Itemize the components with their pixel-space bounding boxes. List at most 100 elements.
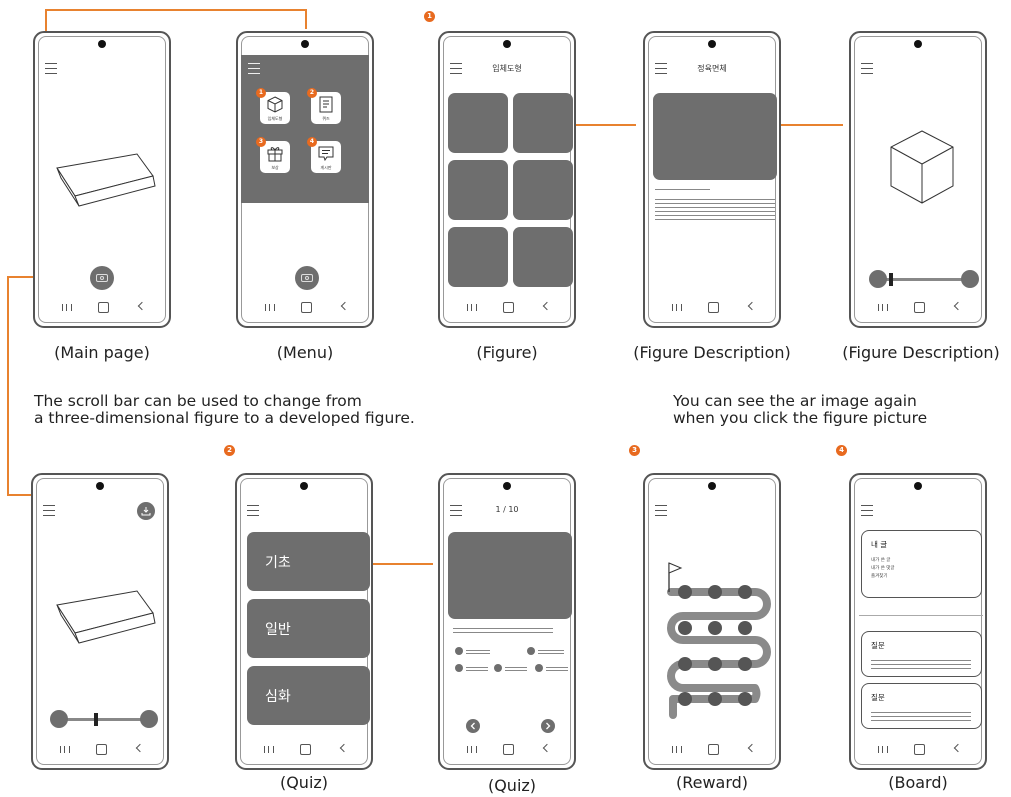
home-button[interactable] [98, 302, 109, 313]
quiz-progress: 1 / 10 [495, 505, 519, 514]
hamburger-menu-icon[interactable] [861, 63, 873, 74]
question-card[interactable]: 질문 [861, 631, 982, 677]
menu-item-board[interactable]: 4 게시판 [307, 137, 341, 173]
reward-path [667, 562, 771, 719]
back-button[interactable] [747, 301, 757, 311]
recent-apps-button[interactable] [878, 746, 888, 753]
back-button[interactable] [135, 743, 145, 753]
nav-bar [645, 743, 779, 756]
recent-apps-button[interactable] [672, 304, 682, 311]
hamburger-menu-icon[interactable] [247, 505, 259, 516]
text-line [871, 668, 971, 669]
answer-option-dot[interactable] [535, 664, 543, 672]
figure-slider[interactable] [869, 268, 979, 290]
answer-option-dot[interactable] [455, 664, 463, 672]
caption-figure: (Figure) [476, 343, 538, 362]
phone-figure: 입체도형 [438, 31, 576, 328]
menu-item-label: 퀴즈 [322, 116, 330, 121]
recent-apps-button[interactable] [62, 304, 72, 311]
back-button[interactable] [340, 301, 350, 311]
back-button[interactable] [953, 301, 963, 311]
back-button[interactable] [747, 743, 757, 753]
phone-figure-description-3d [849, 31, 987, 328]
my-posts-item[interactable]: 즐겨찾기 [871, 574, 888, 579]
recent-apps-button[interactable] [672, 746, 682, 753]
back-button[interactable] [137, 301, 147, 311]
front-camera [503, 40, 511, 48]
recent-apps-button[interactable] [264, 746, 274, 753]
home-button[interactable] [708, 744, 719, 755]
nav-bar [35, 301, 169, 314]
home-button[interactable] [914, 744, 925, 755]
back-button[interactable] [542, 743, 552, 753]
divider [859, 615, 983, 616]
answer-option-dot[interactable] [527, 647, 535, 655]
quiz-level-advanced[interactable]: 심화 [247, 666, 370, 725]
figure-slider[interactable] [50, 708, 158, 730]
phone-reward [643, 473, 781, 770]
menu-item-figure[interactable]: 1 입체도형 [256, 88, 290, 124]
recent-apps-button[interactable] [878, 304, 888, 311]
front-camera [300, 482, 308, 490]
answer-option-dot[interactable] [494, 664, 502, 672]
slider-thumb[interactable] [889, 273, 893, 286]
my-posts-item[interactable]: 내가 쓴 글 [871, 558, 891, 563]
quiz-level-normal[interactable]: 일반 [247, 599, 370, 658]
caption-menu: (Menu) [276, 343, 334, 362]
quiz-level-basic[interactable]: 기초 [247, 532, 370, 591]
home-button[interactable] [96, 744, 107, 755]
hamburger-menu-icon[interactable] [45, 63, 57, 74]
nav-bar [238, 301, 372, 314]
figure-tile[interactable] [448, 93, 508, 153]
back-button[interactable] [953, 743, 963, 753]
figure-tile[interactable] [448, 160, 508, 220]
connector-main-menu-right [305, 9, 307, 29]
note-line: when you click the figure picture [673, 409, 928, 427]
camera-button[interactable] [295, 266, 319, 290]
recent-apps-button[interactable] [60, 746, 70, 753]
home-button[interactable] [503, 302, 514, 313]
home-button[interactable] [503, 744, 514, 755]
text-line [655, 215, 775, 216]
slider-thumb[interactable] [94, 713, 98, 726]
hamburger-menu-icon[interactable] [655, 63, 667, 74]
recent-apps-button[interactable] [467, 746, 477, 753]
download-button[interactable] [137, 502, 155, 520]
cube-figure [890, 130, 954, 204]
prev-question-button[interactable] [466, 719, 480, 733]
nav-bar [851, 743, 985, 756]
home-button[interactable] [301, 302, 312, 313]
hamburger-menu-icon[interactable] [450, 63, 462, 74]
phone-quiz-levels: 기초 일반 심화 [235, 473, 373, 770]
figure-tile[interactable] [513, 227, 573, 287]
menu-item-label: 입체도형 [267, 116, 283, 121]
recent-apps-button[interactable] [467, 304, 477, 311]
hamburger-menu-icon[interactable] [655, 505, 667, 516]
hamburger-menu-icon[interactable] [450, 505, 462, 516]
question-card[interactable]: 질문 [861, 683, 982, 729]
hamburger-menu-icon[interactable] [861, 505, 873, 516]
home-button[interactable] [914, 302, 925, 313]
answer-option-dot[interactable] [455, 647, 463, 655]
my-posts-card[interactable]: 내 글 내가 쓴 글 내가 쓴 댓글 즐겨찾기 [861, 530, 982, 598]
home-button[interactable] [708, 302, 719, 313]
phone-board: 내 글 내가 쓴 글 내가 쓴 댓글 즐겨찾기 질문 질문 [849, 473, 987, 770]
answer-option-line [538, 653, 564, 654]
menu-item-reward[interactable]: 3 보상 [256, 137, 290, 173]
hamburger-menu-icon[interactable] [43, 505, 55, 516]
next-question-button[interactable] [541, 719, 555, 733]
back-button[interactable] [542, 301, 552, 311]
back-button[interactable] [339, 743, 349, 753]
hamburger-menu-icon[interactable] [248, 63, 260, 74]
text-line [655, 211, 775, 212]
camera-button[interactable] [90, 266, 114, 290]
figure-tile[interactable] [513, 160, 573, 220]
menu-item-quiz[interactable]: 2 퀴즈 [307, 88, 341, 124]
text-line [871, 712, 971, 713]
recent-apps-button[interactable] [265, 304, 275, 311]
home-button[interactable] [300, 744, 311, 755]
figure-picture[interactable] [653, 93, 777, 180]
figure-tile[interactable] [513, 93, 573, 153]
figure-tile[interactable] [448, 227, 508, 287]
my-posts-item[interactable]: 내가 쓴 댓글 [871, 566, 895, 571]
